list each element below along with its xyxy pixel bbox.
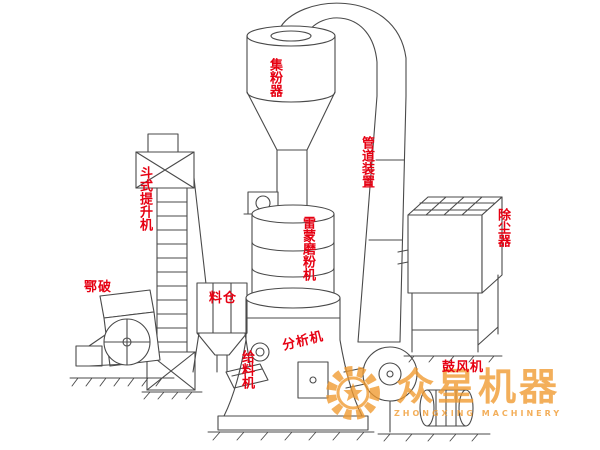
label-powder-collector: 集粉器 xyxy=(266,58,282,97)
label-pipe-device: 管道装置 xyxy=(358,136,374,188)
bucket-elevator-drawing xyxy=(135,133,207,391)
hopper-drawing xyxy=(192,282,252,373)
label-hopper: 料仓 xyxy=(209,291,238,306)
dust-collector-drawing xyxy=(397,196,503,353)
jaw-crusher-drawing xyxy=(75,289,161,367)
label-dust-collector: 除尘器 xyxy=(494,208,510,247)
label-feeder: 给料机 xyxy=(238,350,254,389)
pipe-device-drawing xyxy=(278,2,407,343)
label-blower: 鼓风机 xyxy=(442,360,485,375)
label-raymond-mill: 雷蒙磨粉机 xyxy=(299,216,315,281)
label-bucket-elevator: 斗式提升机 xyxy=(136,166,152,231)
powder-collector-drawing xyxy=(246,25,336,207)
label-jaw-crusher: 鄂破 xyxy=(84,280,113,295)
ground-lines xyxy=(69,355,503,442)
